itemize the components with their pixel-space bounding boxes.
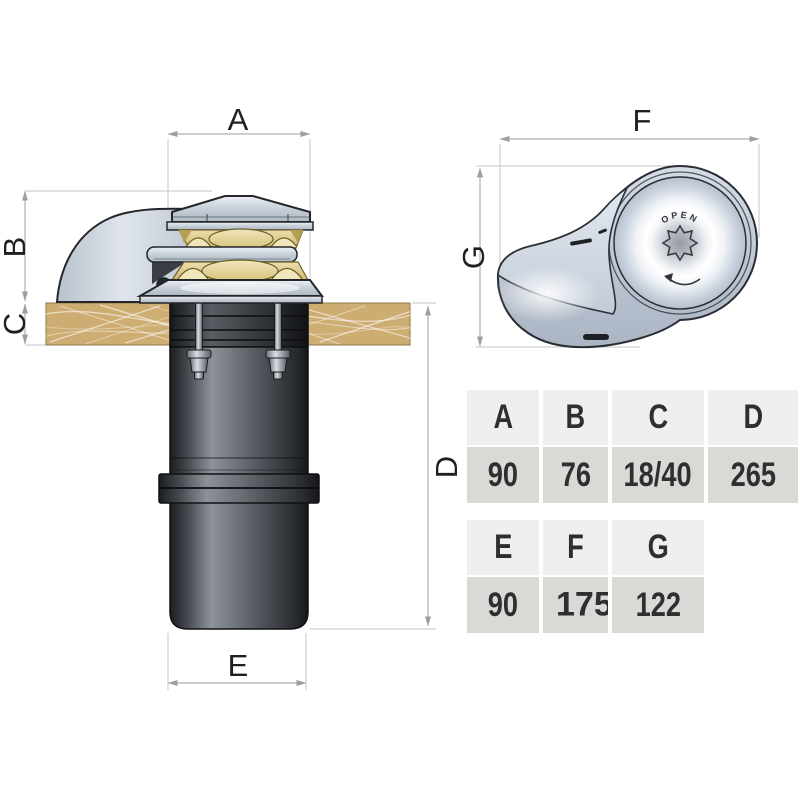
dim-e-value-cell: 90 [467,577,539,633]
dim-b-header-label: B [565,398,586,436]
dimension-c-label: C [0,313,32,335]
separator-disc [146,246,298,263]
table-header-row-1: A B C D [467,390,800,445]
dim-b-header-cell: B [543,390,608,445]
dimension-g-label: G [456,245,491,269]
dim-e-header-cell: E [467,520,539,575]
dimension-d-label: D [429,456,464,478]
dimension-f [499,136,760,265]
dim-g-value-cell: 122 [612,577,704,633]
table-header-row-2: E F G [467,520,800,575]
dim-a-header-label: A [493,398,513,436]
dim-e-header-label: E [493,528,513,566]
dimension-c [22,303,47,346]
open-cap-star-icon [661,224,699,262]
side-view-diagram: A B C D E [0,102,464,690]
dim-d-value: 265 [730,455,776,494]
cap-disc [613,176,747,310]
dim-c-header-cell: C [612,390,704,445]
mounting-stud-left [186,302,212,380]
dim-e-value: 90 [487,585,519,624]
table-value-row-1: 90 76 18/40 265 [467,447,800,503]
dim-b-value: 76 [560,455,591,494]
base-plinth [139,295,323,304]
tail-highlight [496,266,600,322]
seam-slot-small [598,228,607,234]
dim-f-header-cell: F [543,520,608,575]
mounting-stud-right [265,302,291,380]
dim-a-value: 90 [487,455,519,494]
dim-g-value: 122 [635,585,681,624]
dimension-b-label: B [0,237,32,258]
dim-d-header-label: D [743,398,763,436]
dim-c-header-label: C [648,398,668,436]
dim-f-value-cell: 175 [543,577,608,633]
rotation-arrow-icon [664,273,701,286]
base-highlight [180,282,300,294]
dimension-b [22,190,212,302]
dim-g-header-label: G [647,528,669,566]
dim-a-value-cell: 90 [467,447,539,503]
table-value-row-2: 90 175 122 [467,577,800,633]
clutch-lever [583,334,609,340]
dim-a-header-cell: A [467,390,539,445]
dimension-f-label: F [633,103,652,138]
dimension-e [167,633,307,690]
motor-unit [158,302,320,630]
seam-slot [570,238,592,246]
dim-d-header-cell: D [708,390,798,445]
dimension-d [310,302,436,630]
dim-c-value: 18/40 [623,455,693,494]
top-cap [171,195,311,223]
gypsy-lower-row [170,259,310,283]
dimensions-table: A B C D 90 76 18/40 265 E F G 90 175 122 [467,390,800,633]
top-view-diagram: F G OPEN [456,103,760,349]
dim-c-value-cell: 18/40 [612,447,704,503]
dim-f-value: 175 [556,585,608,624]
dimension-g [476,165,690,348]
dimension-a-label: A [228,102,249,137]
gypsy-upper-row [177,228,304,250]
dim-d-value-cell: 265 [708,447,798,503]
dim-b-value-cell: 76 [543,447,608,503]
dim-g-header-cell: G [612,520,704,575]
dimension-e-label: E [228,648,249,683]
windlass-head [55,195,324,304]
dim-f-header-label: F [567,528,584,566]
